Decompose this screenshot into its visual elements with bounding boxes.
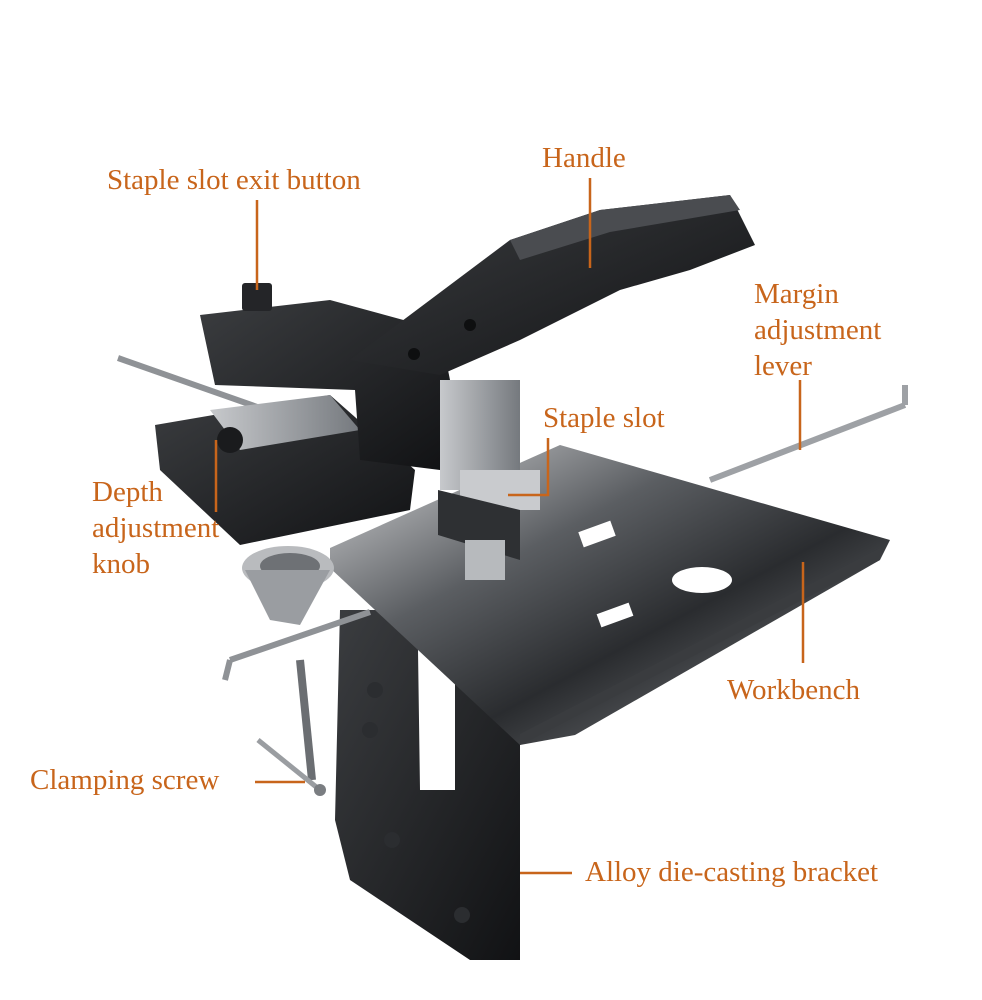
label-depth-adjustment-knob: Depth adjustment knob xyxy=(92,476,220,580)
label-handle: Handle xyxy=(542,142,626,174)
label-alloy-bracket: Alloy die-casting bracket xyxy=(585,856,879,888)
label-staple-slot: Staple slot xyxy=(543,402,665,434)
clamp-cup xyxy=(242,546,334,625)
annotation-leaders xyxy=(214,178,805,875)
left-guide-rod xyxy=(117,355,371,681)
depth-block xyxy=(155,395,415,545)
handle-shape xyxy=(350,195,755,375)
label-clamping-screw: Clamping screw xyxy=(30,764,220,796)
staple-slot-exit-button-shape xyxy=(242,283,272,311)
label-staple-slot-exit-button: Staple slot exit button xyxy=(107,164,361,196)
margin-lever-rod xyxy=(708,385,908,483)
clamping-screw xyxy=(256,659,326,796)
label-workbench: Workbench xyxy=(727,674,860,706)
label-margin-adjustment-lever: Margin adjustment lever xyxy=(754,278,882,382)
